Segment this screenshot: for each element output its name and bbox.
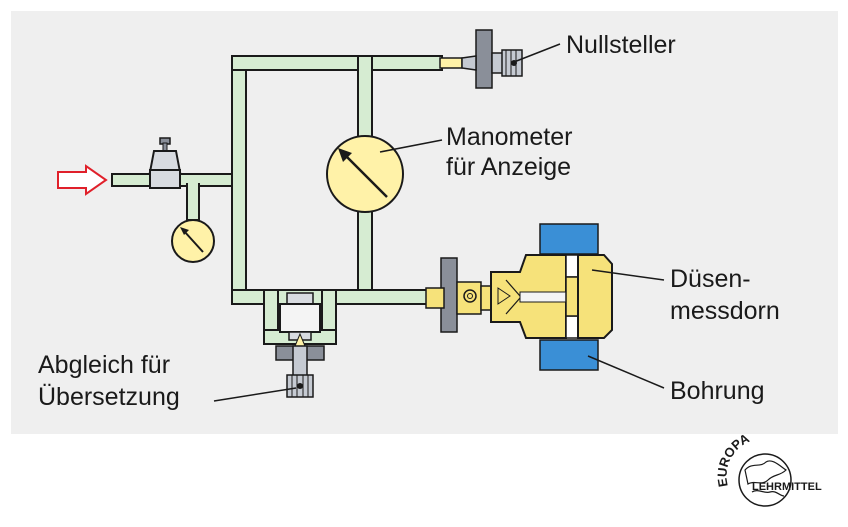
leader-nullsteller [513, 43, 561, 63]
europa-lehrmittel-logo: EUROPA LEHRMITTEL [714, 430, 822, 507]
leader-manometer [379, 139, 443, 153]
gauge-branch-pipe [186, 183, 200, 221]
label-manometer-line2: für Anzeige [446, 153, 572, 181]
supply-gauge [171, 219, 215, 263]
manometer-gauge [326, 135, 404, 213]
logo-main-text: LEHRMITTEL [752, 481, 822, 493]
leader-abgleich [213, 387, 297, 402]
label-manometer-line1: Manometer [446, 123, 573, 151]
leader-bohrung [587, 355, 665, 389]
leader-lines [213, 43, 665, 402]
label-abgleich-line1: Abgleich für [38, 351, 171, 379]
label-abgleich-line2: Übersetzung [38, 383, 180, 411]
pressure-regulator [148, 137, 182, 189]
label-nullsteller: Nullsteller [566, 31, 676, 59]
leader-duesen [591, 269, 665, 281]
diagram-panel [11, 11, 838, 434]
calibration-valve [275, 292, 325, 398]
zero-adjuster [439, 29, 523, 89]
label-bohrung: Bohrung [670, 377, 765, 405]
nozzle-assembly [425, 223, 613, 371]
label-duesen-line1: Düsen- [670, 265, 751, 293]
label-duesen-line2: messdorn [670, 297, 780, 325]
inlet-arrow-icon [57, 164, 108, 196]
top-horizontal-pipe [231, 55, 443, 71]
